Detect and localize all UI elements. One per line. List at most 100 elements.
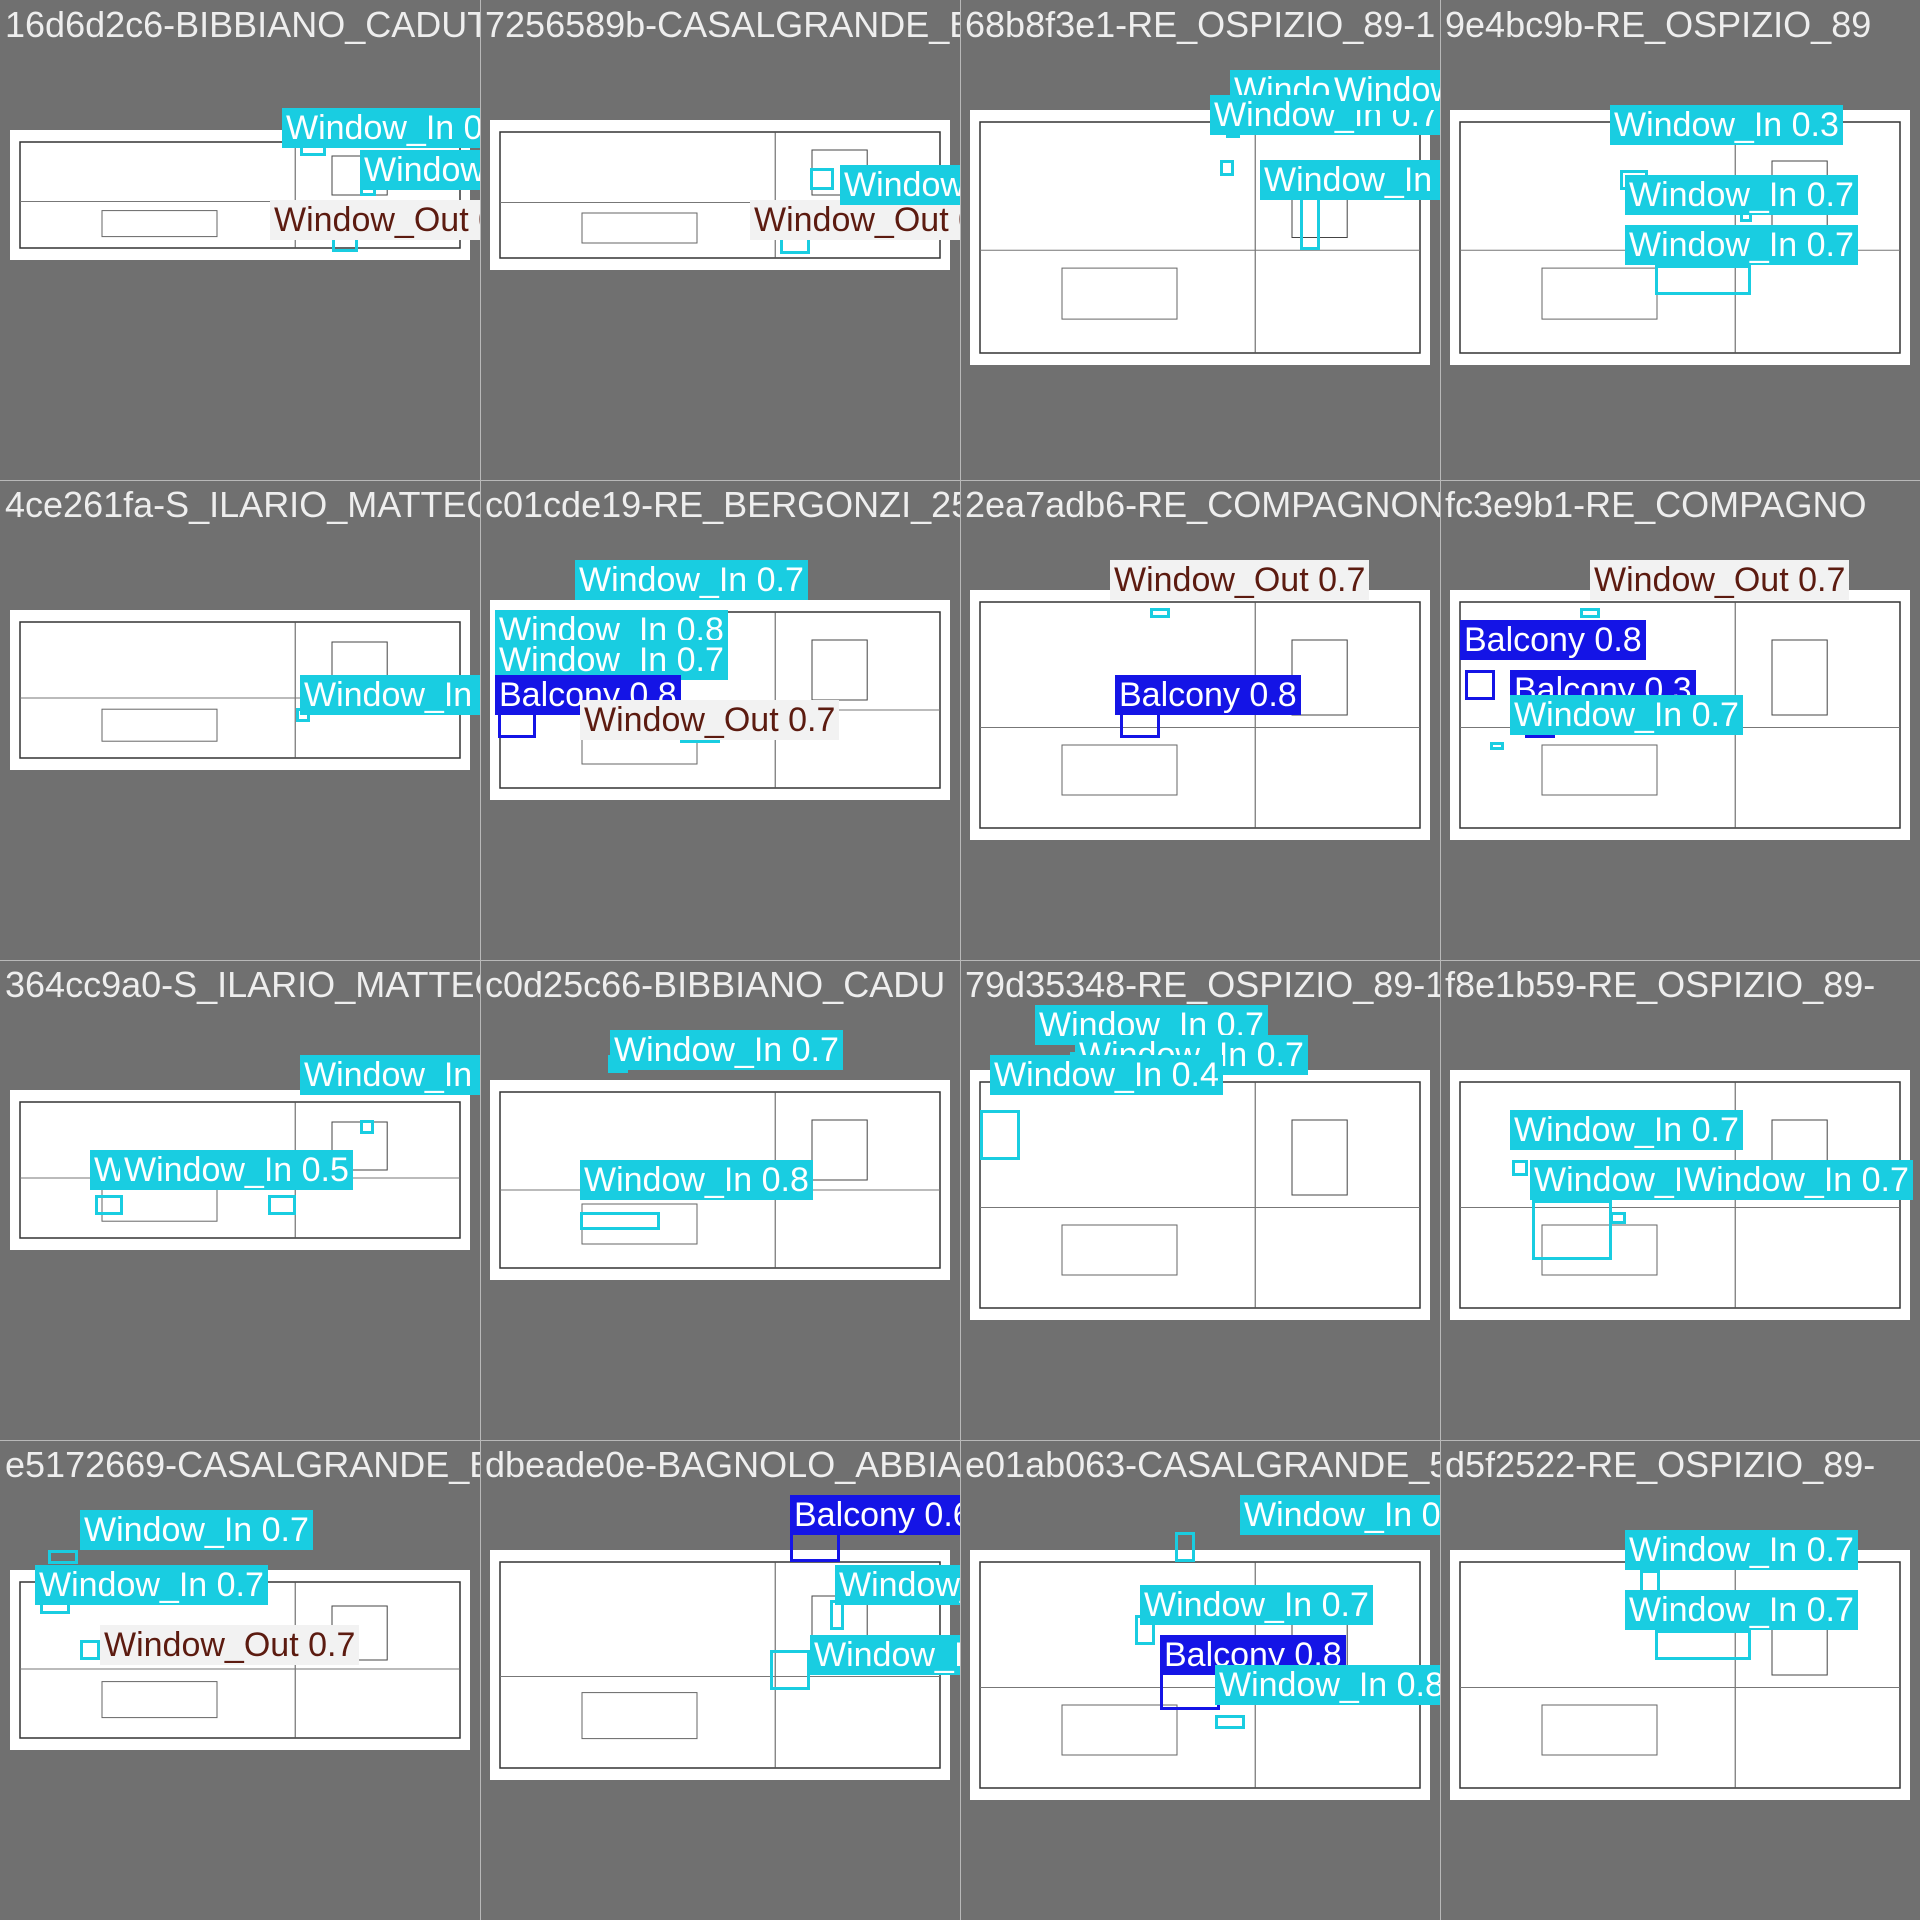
detection-box xyxy=(1655,265,1751,295)
mosaic-tile: dbeade0e-BAGNOLO_ABBIA_SUB_6.pdfBalcony … xyxy=(480,1440,960,1920)
detection-label: Window_Out 0.7 xyxy=(1590,560,1850,600)
detection-label: Window_Out 0.6 xyxy=(750,200,960,240)
tile-filename: c01cde19-RE_BERGONZI_25_SUB_5.pdf xyxy=(485,484,960,525)
detection-label: Window_In 0.8 xyxy=(1215,1665,1440,1705)
detection-label: Window_In 0.7 xyxy=(1240,1495,1440,1535)
tile-filename: e01ab063-CASALGRANDE_5_SUB_10 xyxy=(965,1444,1440,1485)
detection-box xyxy=(980,1110,1020,1160)
mosaic-tile: c01cde19-RE_BERGONZI_25_SUB_5.pdfWindow_… xyxy=(480,480,960,960)
detection-box xyxy=(1160,1670,1220,1710)
floor-plan-image xyxy=(1450,1550,1910,1800)
detection-box xyxy=(268,1195,296,1215)
detection-label: Window_In 0.8 xyxy=(580,1160,813,1200)
grid-divider xyxy=(1440,0,1441,1920)
detection-box xyxy=(48,1550,78,1564)
detection-label: Window_In 0.7 xyxy=(80,1510,313,1550)
detection-label: Balcony 0.8 xyxy=(1460,620,1646,660)
detection-label: Window_In 0.7 xyxy=(35,1565,268,1605)
detection-label: Window_In 0.7 xyxy=(1625,1530,1858,1570)
mosaic-tile: e5172669-CASALGRANDE_BOTTICELLI Window_In… xyxy=(0,1440,480,1920)
detection-label: Balcony 0.6 xyxy=(790,1495,960,1535)
detection-label: Window_In 0.7 xyxy=(1680,1160,1913,1200)
tile-filename: fc3e9b1-RE_COMPAGNO xyxy=(1445,484,1867,525)
detection-box xyxy=(1655,1630,1751,1660)
detection-label: Window_In 0.4 xyxy=(990,1055,1223,1095)
detection-box xyxy=(810,168,834,190)
detection-box xyxy=(1490,742,1504,750)
tile-filename: 79d35348-RE_OSPIZIO_89-1 xyxy=(965,964,1440,1005)
detection-label: Window_In 0.7 xyxy=(300,1055,480,1095)
mosaic-tile: 364cc9a0-S_ILARIO_MATTEOTTI_67_SUB_25.pd… xyxy=(0,960,480,1440)
tile-filename: c0d25c66-BIBBIANO_CADU xyxy=(485,964,946,1005)
detection-label: Window_In 0.7 xyxy=(840,165,960,205)
detection-box xyxy=(1175,1532,1195,1562)
detection-label: Window_In 0.7 xyxy=(575,560,808,600)
detection-label: Window_In 0.7 xyxy=(1330,70,1440,110)
detection-box xyxy=(1580,608,1600,618)
tile-filename: 7256589b-CASALGRANDE_BOTTICELLI_25_SUB_2… xyxy=(485,4,960,45)
detection-box xyxy=(1532,1200,1612,1260)
tile-filename: 364cc9a0-S_ILARIO_MATTEOTTI_67_SUB_25.pd… xyxy=(5,964,480,1005)
detection-box xyxy=(580,1212,660,1230)
detection-label: Balcony 0.8 xyxy=(1115,675,1301,715)
mosaic-tile: e01ab063-CASALGRANDE_5_SUB_10Window_In 0… xyxy=(960,1440,1440,1920)
mosaic-tile: 2ea7adb6-RE_COMPAGNONI_1.jpgWindow_Out 0… xyxy=(960,480,1440,960)
detection-label: Window_In 0.7 xyxy=(810,1635,960,1675)
detection-label: Window_In 0.8 xyxy=(282,108,480,148)
detection-label: Window_In 0.7 xyxy=(360,150,480,190)
detection-box xyxy=(360,1120,374,1134)
tile-filename: 4ce261fa-S_ILARIO_MATTEOTTI_19_SUB_24.pd… xyxy=(5,484,480,525)
detection-label: Window_In 0.7 xyxy=(495,640,728,680)
tile-filename: f8e1b59-RE_OSPIZIO_89- xyxy=(1445,964,1876,1005)
detection-label: Window_In 0.3 xyxy=(1610,105,1843,145)
detection-label: Window_Out 0.7 xyxy=(580,700,840,740)
floor-plan-image xyxy=(970,110,1430,365)
tile-filename: 2ea7adb6-RE_COMPAGNONI_1.jpg xyxy=(965,484,1440,525)
detection-label: Window_In 0.7 xyxy=(1260,160,1440,200)
detection-label: Window_Out 0.8 xyxy=(270,200,480,240)
detection-label: Window_Out 0.7 xyxy=(1110,560,1370,600)
detection-box xyxy=(790,1532,840,1562)
detection-label: Window_In 0.7 xyxy=(1510,1110,1743,1150)
detection-label: Window_Out 0.7 xyxy=(100,1625,360,1665)
tile-filename: dbeade0e-BAGNOLO_ABBIA_SUB_6.pdf xyxy=(485,1444,960,1485)
detection-label: Window_In 0.7 xyxy=(1625,1590,1858,1630)
floor-plan-image xyxy=(970,590,1430,840)
detection-box xyxy=(1465,670,1495,700)
tile-filename: 9e4bc9b-RE_OSPIZIO_89 xyxy=(1445,4,1872,45)
grid-divider xyxy=(0,1440,1920,1441)
tile-filename: e5172669-CASALGRANDE_BOTTICELLI xyxy=(5,1444,480,1485)
detection-box xyxy=(80,1640,100,1660)
detection-label: Window_In 0.7 xyxy=(300,675,480,715)
detection-label: Window_In 0.7 xyxy=(1625,175,1858,215)
detection-label: Window_In 0.7 xyxy=(1510,695,1743,735)
detection-box xyxy=(1220,160,1234,176)
detection-label: Window_In 0.7 xyxy=(1625,225,1858,265)
floor-plan-image xyxy=(970,1070,1430,1320)
detection-box xyxy=(1215,1715,1245,1729)
grid-divider xyxy=(0,960,1920,961)
detection-label: Window_In 0.7 xyxy=(610,1030,843,1070)
detection-box xyxy=(770,1650,810,1690)
detection-box xyxy=(1150,608,1170,618)
mosaic-tile: 4ce261fa-S_ILARIO_MATTEOTTI_19_SUB_24.pd… xyxy=(0,480,480,960)
mosaic-tile: 7256589b-CASALGRANDE_BOTTICELLI_25_SUB_2… xyxy=(480,0,960,480)
detection-box xyxy=(1512,1160,1528,1176)
detection-label: Window_In 0.5 xyxy=(120,1150,353,1190)
tile-filename: 16d6d2c6-BIBBIANO_CADUT xyxy=(5,4,480,45)
detection-box xyxy=(1610,1212,1626,1224)
detection-label: Window_In 0.7 xyxy=(1140,1585,1373,1625)
tile-filename: 68b8f3e1-RE_OSPIZIO_89-1 xyxy=(965,4,1436,45)
tile-filename: d5f2522-RE_OSPIZIO_89- xyxy=(1445,1444,1876,1485)
detection-box xyxy=(95,1195,123,1215)
detection-label: Window_In 0.7 xyxy=(835,1565,960,1605)
